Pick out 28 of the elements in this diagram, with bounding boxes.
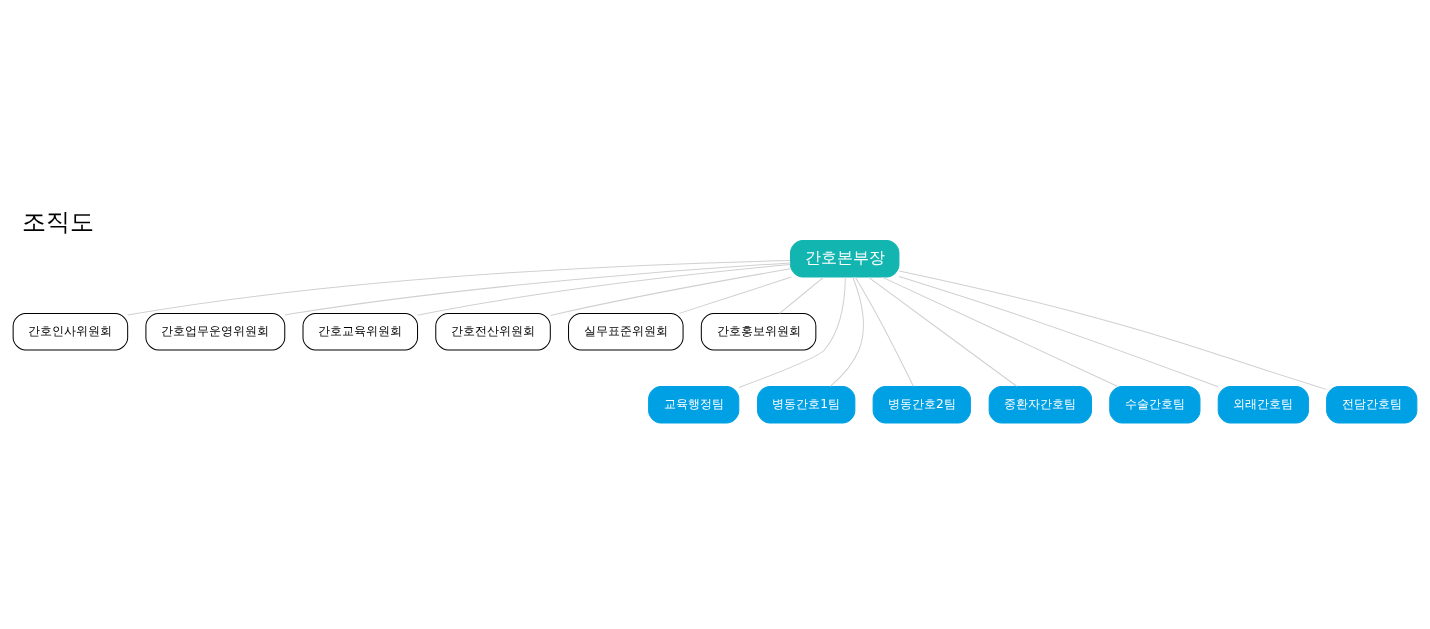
- node-box: 간호인사위원회: [12, 313, 129, 351]
- connector: [549, 268, 791, 316]
- diagram-title: 조직도: [22, 206, 95, 236]
- connector: [829, 276, 864, 387]
- connector: [779, 276, 824, 314]
- connector: [738, 276, 846, 388]
- connector: [127, 260, 791, 316]
- node-box: 간호교육위원회: [302, 313, 419, 351]
- connector: [678, 276, 792, 314]
- connector: [898, 275, 1219, 388]
- connector: [898, 270, 1327, 390]
- node-box: 간호업무운영위원회: [145, 313, 286, 351]
- node-box: 간호본부장: [790, 240, 900, 278]
- connector: [284, 262, 791, 316]
- connector: [854, 276, 914, 387]
- node-box: 실무표준위원회: [568, 313, 684, 351]
- node-box: 수술간호팀: [1109, 385, 1201, 424]
- node-box: 중환자간호팀: [988, 385, 1093, 424]
- node-box: 병동간호2팀: [872, 385, 971, 424]
- node-box: 간호전산위원회: [435, 313, 551, 351]
- node-box: 병동간호1팀: [757, 385, 856, 424]
- node-box: 전담간호팀: [1326, 385, 1418, 424]
- node-box: 간호홍보위원회: [700, 313, 817, 351]
- connector: [867, 276, 1018, 387]
- node-box: 외래간호팀: [1217, 385, 1309, 424]
- node-box: 교육행정팀: [648, 385, 740, 424]
- connector: [417, 264, 791, 316]
- connector: [881, 276, 1118, 387]
